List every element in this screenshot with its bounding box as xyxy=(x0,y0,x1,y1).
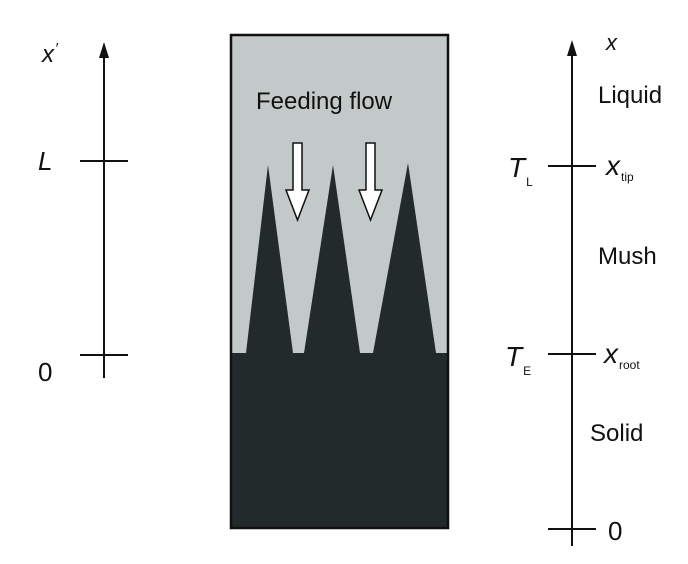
x-tip-label: xtip xyxy=(604,150,634,184)
feeding-arrow-2 xyxy=(357,142,384,223)
mush-label: Mush xyxy=(598,243,657,270)
right-axis: x Liquid Mush Solid TL xtip TE xroot 0 xyxy=(505,30,662,546)
left-axis-arrowhead xyxy=(99,42,109,58)
left-axis-tick-label-bottom: 0 xyxy=(38,357,52,387)
right-axis-label: x xyxy=(605,30,618,55)
left-axis: x′ L 0 xyxy=(38,40,128,387)
right-axis-arrowhead xyxy=(567,40,577,56)
liquid-label: Liquid xyxy=(598,82,662,109)
left-axis-label: x′ xyxy=(41,40,59,68)
dendrite-mush-region xyxy=(231,163,448,528)
feeding-arrow-1 xyxy=(284,142,311,223)
liquidus-temperature-label: TL xyxy=(508,152,533,189)
feeding-flow-label: Feeding flow xyxy=(256,88,393,115)
eutectic-temperature-label: TE xyxy=(505,341,531,378)
specimen: Feeding flow xyxy=(229,33,450,530)
x-root-label: xroot xyxy=(602,338,640,372)
specimen-frame xyxy=(229,33,450,530)
left-axis-tick-label-top: L xyxy=(38,146,52,176)
right-axis-origin-label: 0 xyxy=(608,516,622,546)
solid-label: Solid xyxy=(590,420,643,447)
